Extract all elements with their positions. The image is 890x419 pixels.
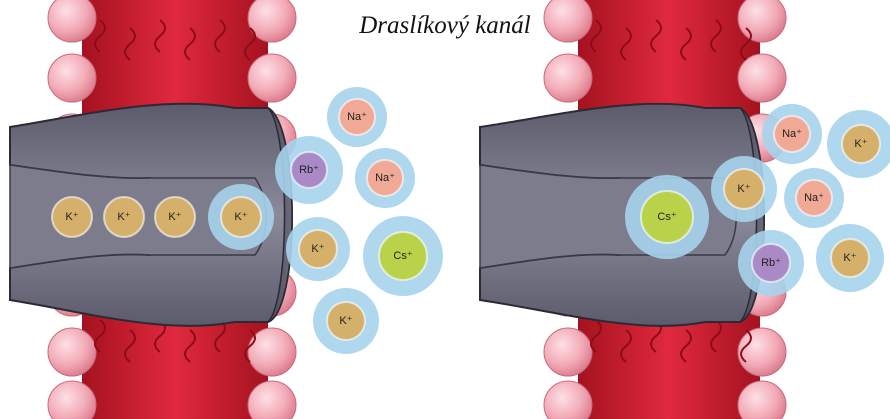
ion-label: Na⁺ [375,172,395,184]
ion-label: Rb⁺ [299,164,319,176]
ion-cs: Cs⁺ [625,175,709,259]
ion-label: K⁺ [234,211,247,223]
ion-na: Na⁺ [327,87,387,147]
ion-label: K⁺ [339,315,352,327]
ion-rb: Rb⁺ [275,136,343,204]
ion-k: K⁺ [313,288,379,354]
ion-k: K⁺ [816,224,884,292]
ion-label: Na⁺ [782,128,802,140]
ion-label: K⁺ [117,211,130,223]
ion-label: Na⁺ [347,111,367,123]
ion-rb: Rb⁺ [738,230,804,296]
ion-label: Cs⁺ [393,250,412,262]
ion-label: K⁺ [311,243,324,255]
ion-label: K⁺ [854,138,867,150]
ion-label: K⁺ [843,252,856,264]
ion-na: Na⁺ [784,168,844,228]
panel-left: K⁺ K⁺ K⁺ K⁺ Rb⁺ Na⁺ Na⁺ K⁺ Cs⁺ K⁺ [10,0,443,419]
panel-right: Cs⁺ K⁺ Na⁺ K⁺ Na⁺ Rb⁺ K⁺ [480,0,890,419]
ion-label: Na⁺ [804,192,824,204]
ion-k: K⁺ [286,217,350,281]
ion-k: K⁺ [827,110,890,178]
ion-k: K⁺ [155,197,195,237]
ion-label: Cs⁺ [657,211,676,223]
ion-k: K⁺ [104,197,144,237]
ion-k: K⁺ [208,184,274,250]
ion-k: K⁺ [52,197,92,237]
ion-label: K⁺ [65,211,78,223]
ion-na: Na⁺ [762,104,822,164]
ion-cs: Cs⁺ [363,216,443,296]
ion-na: Na⁺ [355,148,415,208]
ion-label: K⁺ [168,211,181,223]
ion-label: K⁺ [737,183,750,195]
diagram-title: Draslíkový kanál [0,12,890,40]
channel-protein [480,104,764,326]
ion-k: K⁺ [711,156,777,222]
ion-label: Rb⁺ [761,257,781,269]
